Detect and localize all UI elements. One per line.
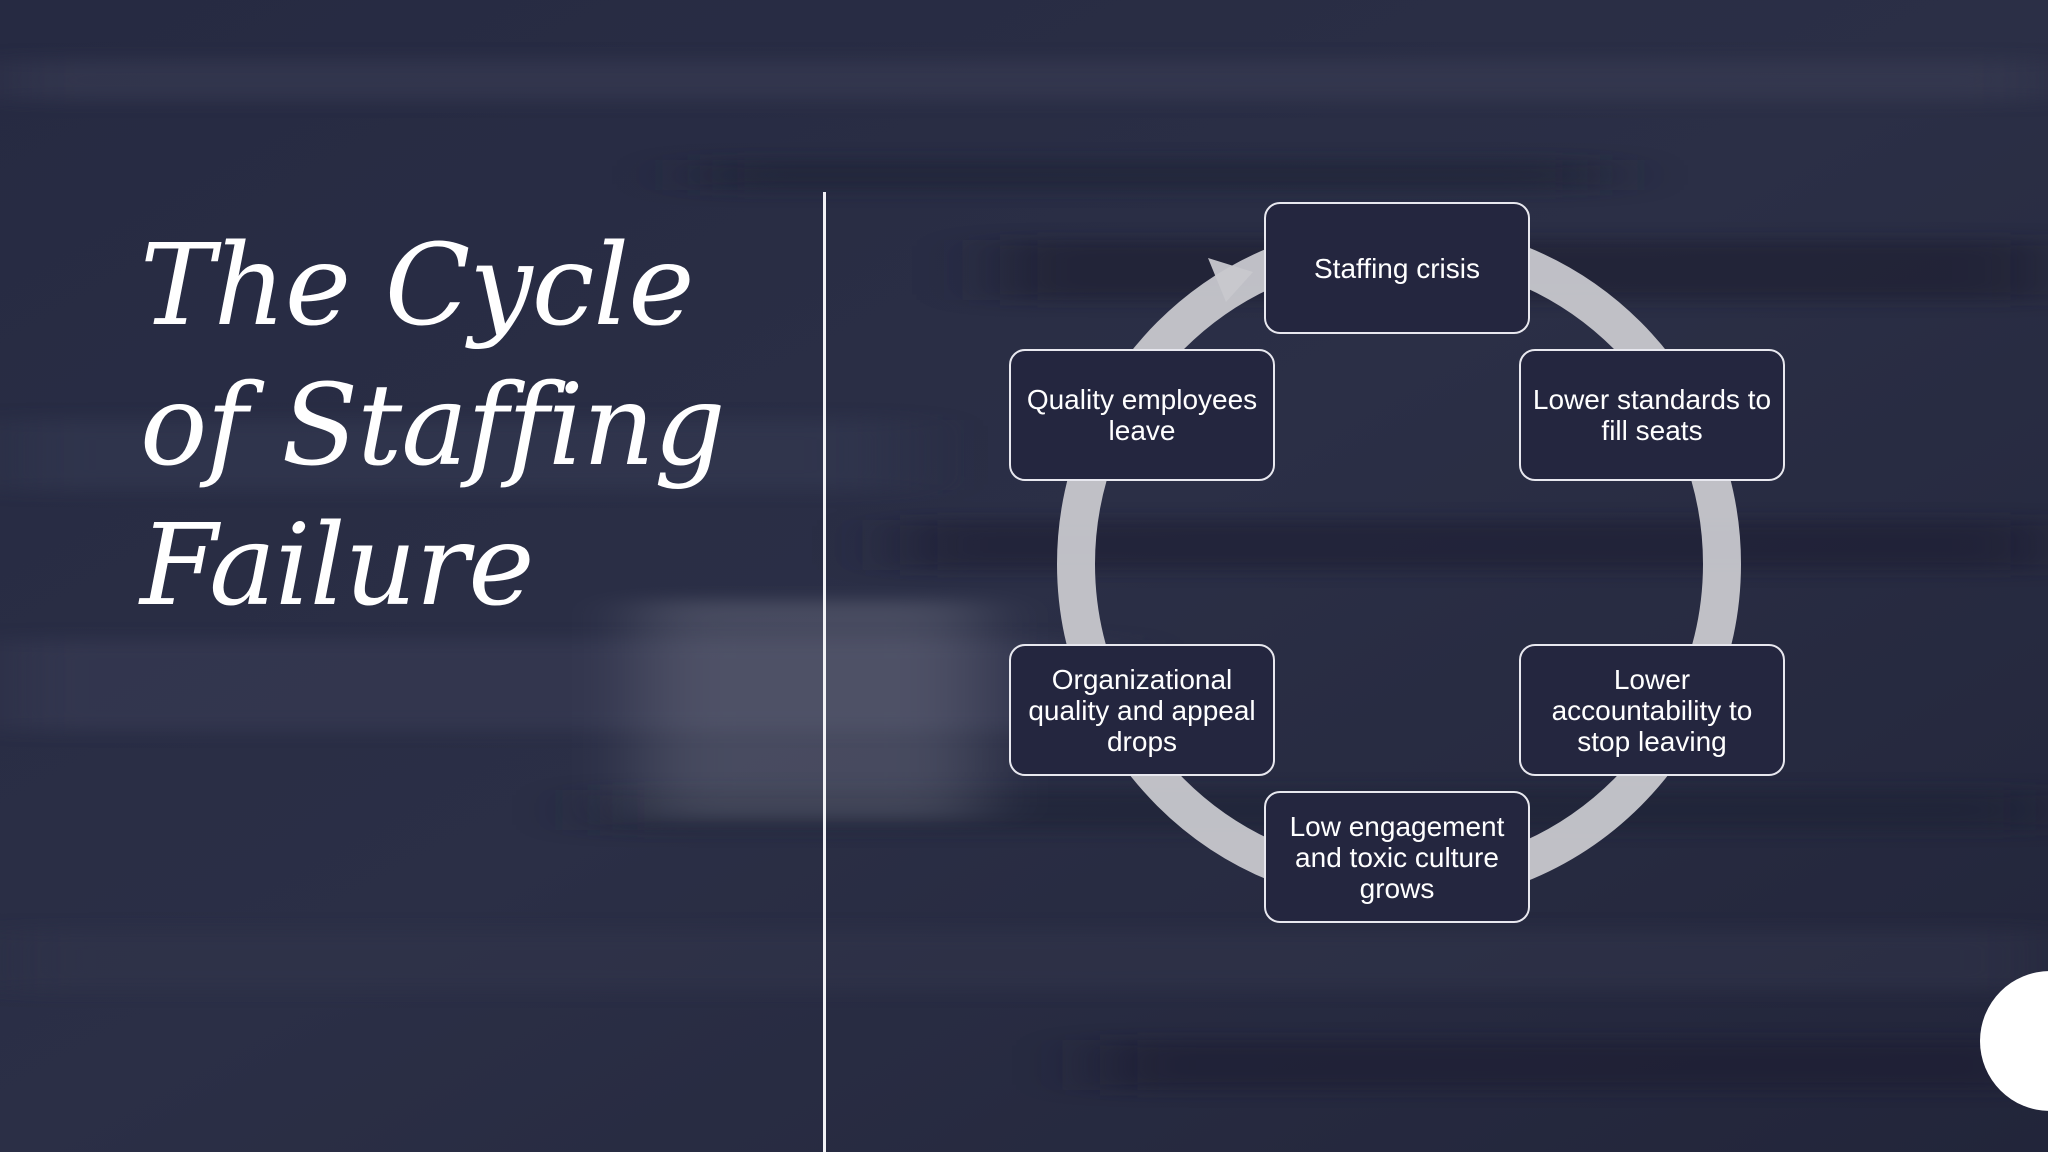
cycle-node-employees-leave: Quality employees leave [1009, 349, 1275, 481]
vertical-divider [823, 192, 826, 1152]
cycle-node-lower-accountability: Lower accountability to stop leaving [1519, 644, 1785, 776]
slide-title: The Cycle of Staffing Failure [140, 221, 726, 631]
cycle-arrowhead [1208, 258, 1253, 302]
cycle-node-staffing-crisis: Staffing crisis [1264, 202, 1530, 334]
cycle-node-lower-standards: Lower standards to fill seats [1519, 349, 1785, 481]
cycle-node-low-engagement: Low engagement and toxic culture grows [1264, 791, 1530, 923]
cycle-node-quality-drops: Organizational quality and appeal drops [1009, 644, 1275, 776]
